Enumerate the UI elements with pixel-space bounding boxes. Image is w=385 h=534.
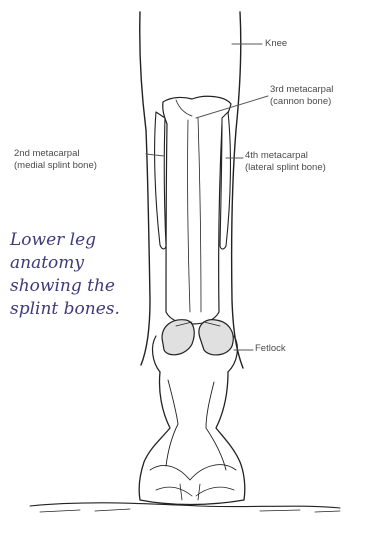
figure-caption: Lower leg anatomy showing the splint bon… — [10, 229, 150, 321]
label-knee: Knee — [265, 38, 287, 50]
label-fetlock: Fetlock — [255, 343, 286, 355]
label-third-metacarpal: 3rd metacarpal (cannon bone) — [270, 84, 333, 108]
label-third-metacarpal-sub: (cannon bone) — [270, 96, 333, 108]
label-fourth-metacarpal-text: 4th metacarpal — [245, 150, 326, 162]
pastern-and-hoof — [139, 372, 245, 505]
label-knee-text: Knee — [265, 38, 287, 50]
caption-line-3: showing the — [10, 275, 150, 298]
caption-line-2: anatomy — [10, 252, 150, 275]
caption-line-4: splint bones. — [10, 298, 150, 321]
label-third-metacarpal-text: 3rd metacarpal — [270, 84, 333, 96]
label-second-metacarpal: 2nd metacarpal (medial splint bone) — [14, 148, 97, 172]
label-fetlock-text: Fetlock — [255, 343, 286, 355]
label-second-metacarpal-text: 2nd metacarpal — [14, 148, 97, 160]
fetlock-joint — [153, 320, 238, 381]
caption-line-1: Lower leg — [10, 229, 150, 252]
label-second-metacarpal-sub: (medial splint bone) — [14, 160, 97, 172]
label-fourth-metacarpal: 4th metacarpal (lateral splint bone) — [245, 150, 326, 174]
label-fourth-metacarpal-sub: (lateral splint bone) — [245, 162, 326, 174]
